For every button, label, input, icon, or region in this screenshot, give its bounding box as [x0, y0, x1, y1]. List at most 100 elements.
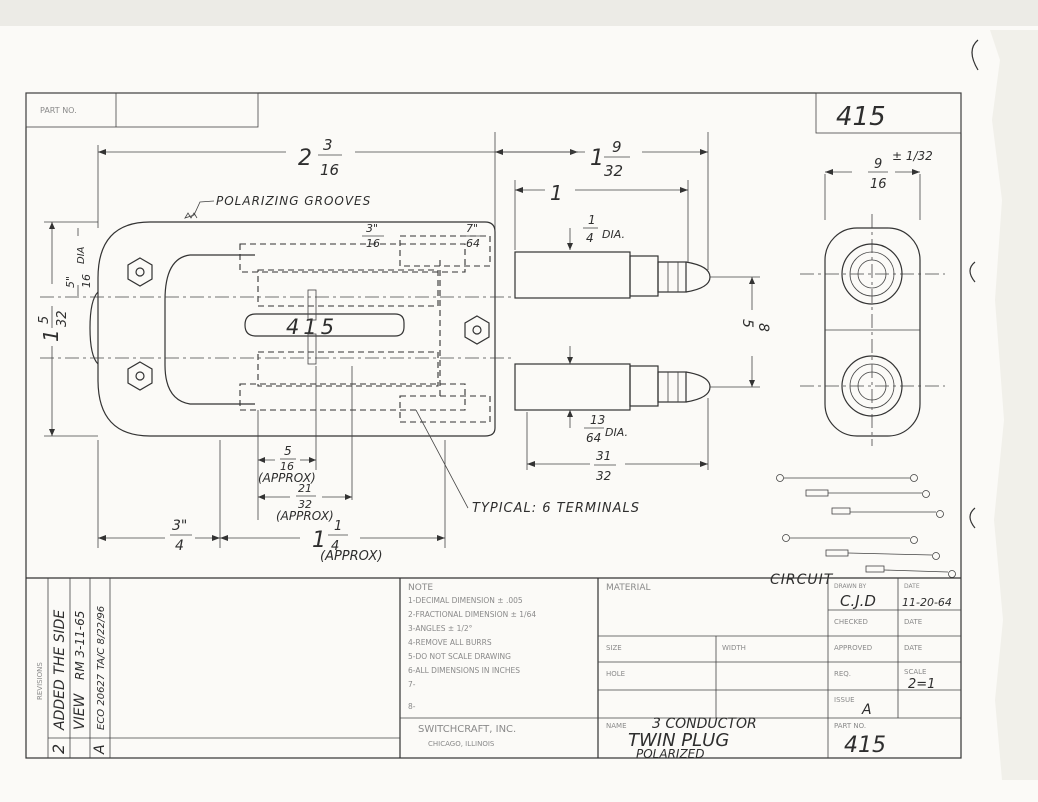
svg-text:1: 1: [334, 519, 342, 534]
svg-text:1: 1: [312, 528, 326, 553]
typical-terminals-label: TYPICAL: 6 TERMINALS: [472, 501, 640, 516]
svg-text:3-ANGLES ± 1/2°: 3-ANGLES ± 1/2°: [408, 624, 473, 633]
svg-text:16: 16: [320, 161, 339, 179]
drawn-by-label: DRAWN BY: [834, 583, 866, 590]
dim-sleeve-dia: 13 64 DIA.: [567, 346, 628, 445]
part-name-line1: 3 CONDUCTOR: [652, 716, 757, 732]
title-block: [26, 577, 961, 758]
binder-tabs: [969, 39, 979, 529]
svg-text:64: 64: [466, 237, 480, 250]
part-no-box: [25, 92, 259, 128]
svg-text:DIA: DIA: [76, 246, 87, 264]
svg-text:1-DECIMAL DIMENSION ± .005: 1-DECIMAL DIMENSION ± .005: [408, 596, 523, 605]
part-name-line2: TWIN PLUG: [628, 730, 729, 751]
svg-text:(APPROX): (APPROX): [276, 509, 334, 523]
revision-a: A ECO 20627 TA/C 8/22/96: [92, 606, 108, 755]
body-inner-recess: [164, 254, 255, 405]
drawing-border: [25, 92, 962, 759]
svg-text:31: 31: [596, 449, 611, 463]
svg-text:13: 13: [590, 413, 605, 427]
svg-text:5: 5: [284, 444, 292, 458]
svg-text:WIDTH: WIDTH: [722, 644, 746, 652]
body-marking: 415: [286, 315, 338, 339]
body-slot: [244, 313, 405, 337]
svg-text:32: 32: [298, 498, 312, 511]
dim-tip-dia: 1 4 DIA.: [567, 213, 625, 250]
svg-text:7": 7": [466, 222, 478, 235]
svg-text:CHECKED: CHECKED: [834, 618, 868, 626]
screw-hex-icon: [127, 257, 490, 391]
svg-text:ECO 20627: ECO 20627: [96, 673, 107, 730]
svg-text:(APPROX): (APPROX): [258, 471, 316, 485]
company-name: SWITCHCRAFT, INC.: [418, 724, 516, 735]
drawn-by-value: C.J.D: [840, 592, 876, 610]
svg-text:8: 8: [755, 323, 771, 332]
svg-text:2: 2: [298, 146, 312, 171]
part-number-top: 415: [836, 102, 886, 132]
svg-text:2-FRACTIONAL DIMENSION ± 1/64: 2-FRACTIONAL DIMENSION ± 1/64: [408, 610, 536, 619]
svg-text:8-: 8-: [408, 702, 416, 711]
hidden-internals: [239, 235, 491, 423]
svg-text:5: 5: [37, 316, 52, 324]
svg-text:DIA.: DIA.: [602, 228, 625, 241]
top-scan-shadow: [0, 0, 1038, 26]
svg-text:ISSUE: ISSUE: [834, 696, 855, 704]
svg-text:SIZE: SIZE: [606, 644, 622, 652]
svg-text:APPROVED: APPROVED: [834, 644, 872, 652]
svg-text:16: 16: [366, 237, 380, 250]
svg-text:5: 5: [739, 319, 755, 328]
svg-text:3": 3": [172, 518, 187, 534]
svg-text:32: 32: [55, 310, 70, 327]
right-torn-edge: [990, 30, 1038, 780]
svg-text:DATE: DATE: [904, 644, 922, 652]
dim-bottom: 3" 4 1 1 4 (APPROX): [97, 440, 446, 564]
dim-sleeve: 1: [514, 180, 689, 262]
svg-text:1: 1: [588, 213, 596, 227]
polarizing-leader: [184, 200, 215, 219]
svg-text:9: 9: [612, 138, 622, 156]
part-number-bottom: 415: [844, 733, 886, 758]
part-name-line3: POLARIZED: [636, 747, 705, 761]
svg-text:3": 3": [366, 222, 378, 235]
scale-value: 2=1: [908, 677, 935, 692]
part-no-label: PART NO.: [40, 106, 77, 115]
svg-text:2: 2: [49, 744, 68, 754]
svg-text:REVISIONS: REVISIONS: [36, 662, 44, 700]
svg-text:4: 4: [331, 539, 339, 554]
svg-text:64: 64: [586, 431, 601, 445]
dim-overall-length: 2 3 16: [97, 136, 578, 228]
svg-text:4: 4: [175, 538, 184, 554]
svg-text:4: 4: [586, 231, 594, 245]
spring-contacts: [307, 289, 317, 365]
body-left-notch: [89, 291, 99, 365]
plug-body-outline: [97, 221, 496, 437]
part-number-box-top: [815, 92, 962, 134]
dim-exposed: 31 32: [526, 398, 709, 483]
svg-text:32: 32: [604, 162, 623, 180]
svg-text:RM 3-11-65: RM 3-11-65: [73, 611, 87, 680]
svg-text:REQ.: REQ.: [834, 670, 851, 678]
dim-lug-dia: 5" 16 DIA: [64, 246, 93, 288]
dim-groove: 3" 16 7" 64: [362, 222, 486, 250]
revision-2: REVISIONS 2 ADDED THE SIDE VIEW RM 3-11-…: [36, 610, 88, 754]
svg-text:16: 16: [80, 274, 93, 288]
svg-text:16: 16: [280, 460, 294, 473]
polarizing-grooves-label: POLARIZING GROOVES: [216, 194, 371, 208]
dim-body-height: 1 5 32: [37, 221, 98, 437]
material-label: MATERIAL: [606, 583, 651, 593]
svg-text:1: 1: [39, 329, 63, 342]
date-value: 11-20-64: [902, 596, 952, 609]
svg-text:VIEW: VIEW: [72, 692, 88, 730]
svg-text:SCALE: SCALE: [904, 668, 926, 676]
svg-text:21: 21: [298, 482, 312, 495]
circuit-label: CIRCUIT: [770, 572, 834, 588]
svg-text:DIA.: DIA.: [605, 426, 628, 439]
svg-text:1: 1: [590, 146, 604, 171]
svg-text:PART NO.: PART NO.: [834, 722, 866, 730]
svg-text:5": 5": [64, 276, 77, 288]
issue-value: A: [861, 702, 872, 718]
notes-list: 1-DECIMAL DIMENSION ± .005 2-FRACTIONAL …: [408, 596, 536, 711]
svg-text:1: 1: [550, 181, 563, 205]
